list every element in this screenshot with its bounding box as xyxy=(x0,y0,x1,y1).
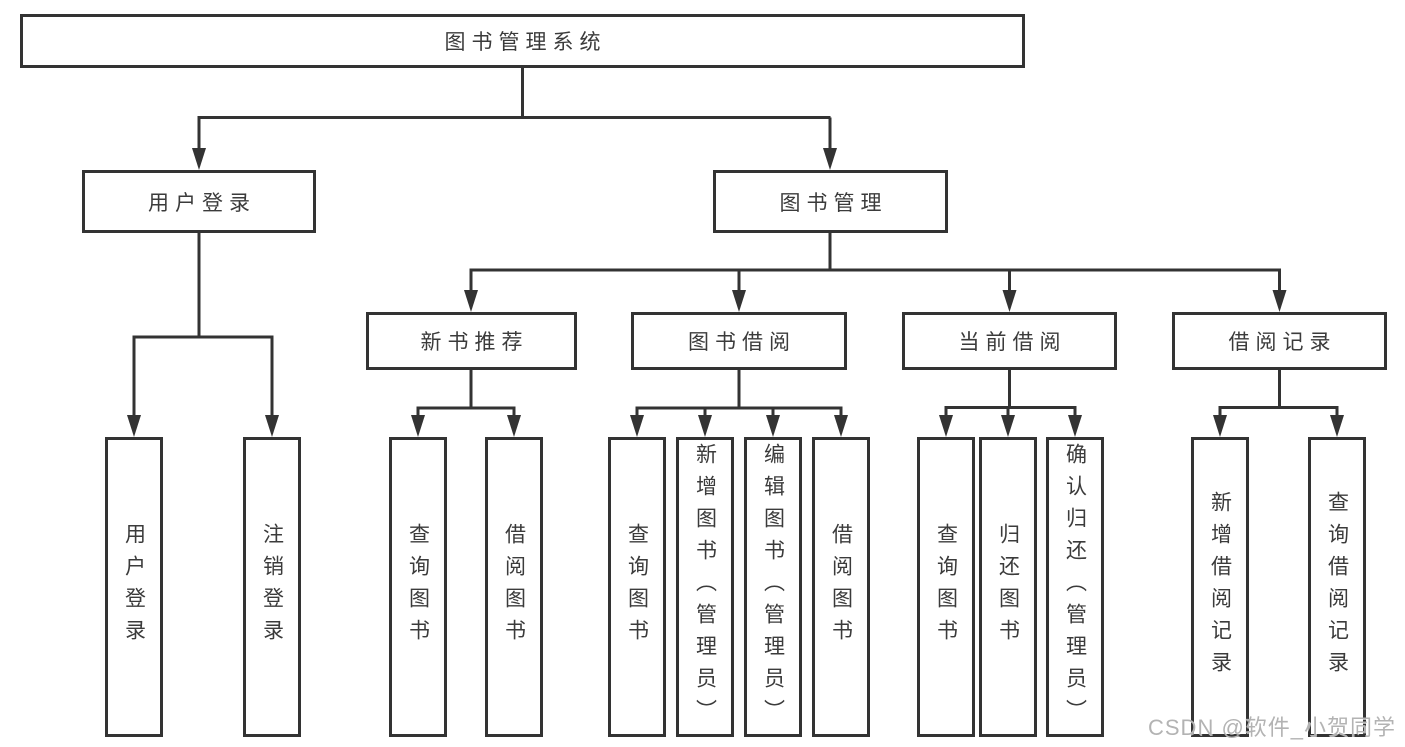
connector-new-book-children xyxy=(411,370,521,437)
leaf-query-book-borrow: 查询图书 xyxy=(608,437,666,737)
leaf-borrow-book: 借阅图书 xyxy=(812,437,870,737)
connector-segment xyxy=(469,233,1281,295)
node-book-mgmt: 图书管理 xyxy=(713,170,948,233)
arrow-down-icon xyxy=(766,415,780,437)
node-root-label: 图书管理系统 xyxy=(444,31,607,54)
arrow-down-icon xyxy=(192,148,206,170)
leaf-edit-book-admin: 编辑图书（管理员） xyxy=(744,437,802,737)
node-current-borrow: 当前借阅 xyxy=(902,312,1117,370)
node-user-login-label: 用户登录 xyxy=(148,191,256,215)
leaf-query-book-current: 查询图书 xyxy=(917,437,975,737)
arrow-down-icon xyxy=(1272,290,1287,312)
node-borrow-record-label: 借阅记录 xyxy=(1228,331,1337,354)
leaf-edit-book-admin-label: 编辑图书（管理员） xyxy=(761,443,785,731)
leaf-query-book-newbook: 查询图书 xyxy=(389,437,447,737)
node-user-login: 用户登录 xyxy=(82,170,316,233)
leaf-query-book-label: 查询图书 xyxy=(406,523,430,651)
arrow-down-icon xyxy=(732,290,746,312)
node-book-borrow: 图书借阅 xyxy=(631,312,847,370)
leaf-query-book-label: 查询图书 xyxy=(625,523,649,651)
arrow-down-icon xyxy=(1068,415,1082,437)
node-root: 图书管理系统 xyxy=(20,14,1025,68)
connector-root-to-level2 xyxy=(192,68,837,170)
arrow-down-icon xyxy=(265,415,279,437)
leaf-query-book-label: 查询图书 xyxy=(934,523,958,651)
connector-segment xyxy=(635,370,843,420)
arrow-down-icon xyxy=(1001,415,1015,437)
connector-book-mgmt-children xyxy=(464,233,1287,312)
arrow-down-icon xyxy=(939,415,953,437)
leaf-query-borrow-record-label: 查询借阅记录 xyxy=(1325,491,1349,683)
connector-segment xyxy=(944,370,1077,420)
connector-user-login-children xyxy=(127,233,279,437)
connector-segment xyxy=(416,370,516,420)
node-new-book-recommend: 新书推荐 xyxy=(366,312,577,370)
leaf-logout-label: 注销登录 xyxy=(260,523,284,651)
leaf-return-book-label: 归还图书 xyxy=(996,523,1020,651)
leaf-borrow-book-label: 借阅图书 xyxy=(502,523,526,651)
arrow-down-icon xyxy=(834,415,848,437)
node-borrow-record: 借阅记录 xyxy=(1172,312,1387,370)
leaf-user-login: 用户登录 xyxy=(105,437,163,737)
connector-segment xyxy=(1218,370,1339,420)
leaf-add-borrow-record: 新增借阅记录 xyxy=(1191,437,1249,737)
connector-borrow-record-children xyxy=(1213,370,1344,437)
arrow-down-icon xyxy=(630,415,644,437)
arrow-down-icon xyxy=(1002,290,1017,312)
connector-book-borrow-children xyxy=(630,370,848,437)
arrow-down-icon xyxy=(127,415,141,437)
leaf-add-borrow-record-label: 新增借阅记录 xyxy=(1208,491,1232,683)
leaf-query-borrow-record: 查询借阅记录 xyxy=(1308,437,1366,737)
arrow-down-icon xyxy=(411,415,425,437)
node-new-book-label: 新书推荐 xyxy=(420,331,529,354)
leaf-confirm-return-admin-label: 确认归还（管理员） xyxy=(1063,443,1087,731)
connector-segment xyxy=(197,68,832,152)
arrow-down-icon xyxy=(507,415,521,437)
leaf-add-book-admin-label: 新增图书（管理员） xyxy=(693,443,717,731)
leaf-confirm-return-admin: 确认归还（管理员） xyxy=(1046,437,1104,737)
leaf-logout: 注销登录 xyxy=(243,437,301,737)
node-book-mgmt-label: 图书管理 xyxy=(779,191,888,215)
connector-current-borrow-children xyxy=(939,370,1082,437)
leaf-user-login-label: 用户登录 xyxy=(122,523,146,651)
node-current-borrow-label: 当前借阅 xyxy=(958,331,1067,354)
csdn-watermark: CSDN @软件_小贺同学 xyxy=(1148,715,1397,740)
arrow-down-icon xyxy=(823,148,837,170)
leaf-borrow-book-label: 借阅图书 xyxy=(829,523,853,651)
arrow-down-icon xyxy=(464,290,478,312)
connector-segment xyxy=(132,233,274,419)
leaf-return-book: 归还图书 xyxy=(979,437,1037,737)
arrow-down-icon xyxy=(1213,415,1227,437)
arrow-down-icon xyxy=(1330,415,1344,437)
leaf-borrow-book-newbook: 借阅图书 xyxy=(485,437,543,737)
arrow-down-icon xyxy=(698,415,712,437)
leaf-add-book-admin: 新增图书（管理员） xyxy=(676,437,734,737)
node-book-borrow-label: 图书借阅 xyxy=(688,331,796,354)
